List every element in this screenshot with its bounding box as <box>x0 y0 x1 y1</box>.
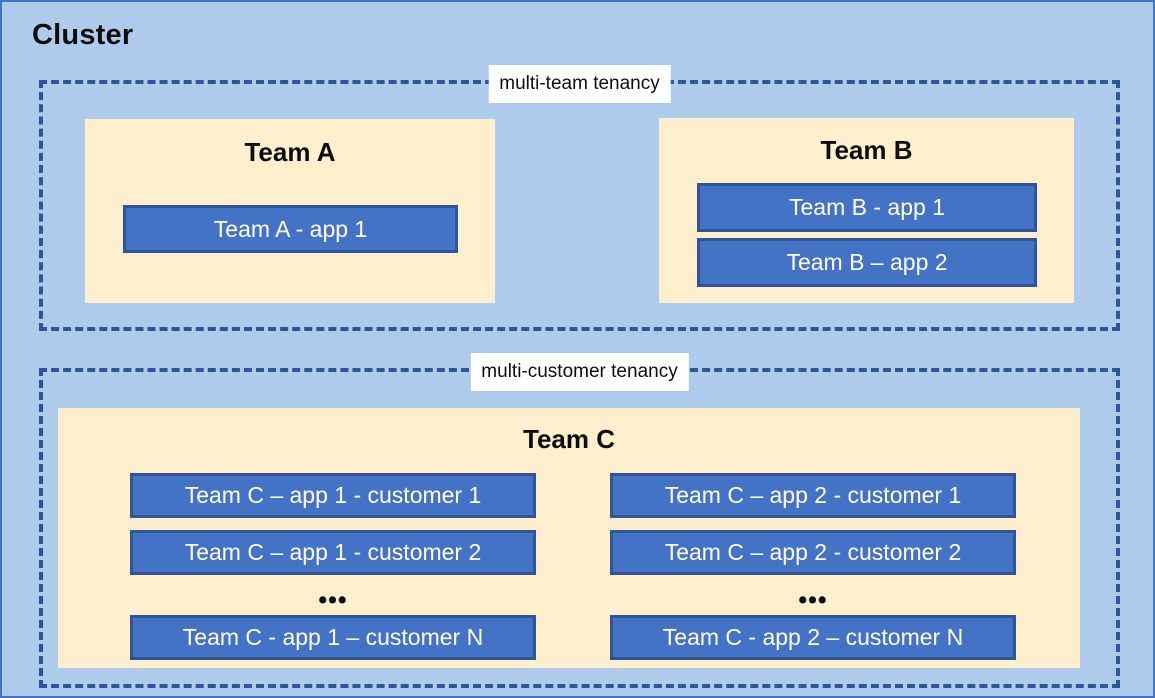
tenancy-group-multi-customer: multi-customer tenancy <box>39 353 1120 688</box>
team-box-team-b: Team B Team B - app 1 Team B – app 2 <box>659 118 1074 303</box>
app-box-team-c-app2-customer1[interactable]: Team C – app 2 - customer 1 <box>610 473 1016 518</box>
app-box-team-c-app1-customerN[interactable]: Team C - app 1 – customer N <box>130 615 536 660</box>
page-title: Cluster <box>32 19 134 51</box>
ellipsis-team-c-app1: ••• <box>318 586 348 614</box>
app-box-team-c-app1-customer2[interactable]: Team C – app 1 - customer 2 <box>130 530 536 575</box>
ellipsis-team-c-app2: ••• <box>798 586 828 614</box>
app-box-team-c-app2-customer2[interactable]: Team C – app 2 - customer 2 <box>610 530 1016 575</box>
team-title-team-c: Team C <box>523 424 615 454</box>
app-box-team-b-app-1[interactable]: Team B - app 1 <box>697 183 1037 232</box>
team-box-team-c: Team C Team C – app 1 - customer 1 Team … <box>58 408 1080 668</box>
app-box-team-c-app1-customer1[interactable]: Team C – app 1 - customer 1 <box>130 473 536 518</box>
team-box-team-a: Team A Team A - app 1 <box>85 119 495 303</box>
app-box-team-a-app-1[interactable]: Team A - app 1 <box>123 205 458 253</box>
team-title-team-b: Team B <box>820 135 913 165</box>
tenancy-group-label-multi-team: multi-team tenancy <box>488 65 671 103</box>
tenancy-group-multi-team: multi-team tenancy <box>39 65 1120 331</box>
team-title-team-a: Team A <box>244 137 336 167</box>
tenancy-group-label-multi-customer: multi-customer tenancy <box>470 353 689 391</box>
app-box-team-c-app2-customerN[interactable]: Team C - app 2 – customer N <box>610 615 1016 660</box>
app-box-team-b-app-2[interactable]: Team B – app 2 <box>697 238 1037 287</box>
